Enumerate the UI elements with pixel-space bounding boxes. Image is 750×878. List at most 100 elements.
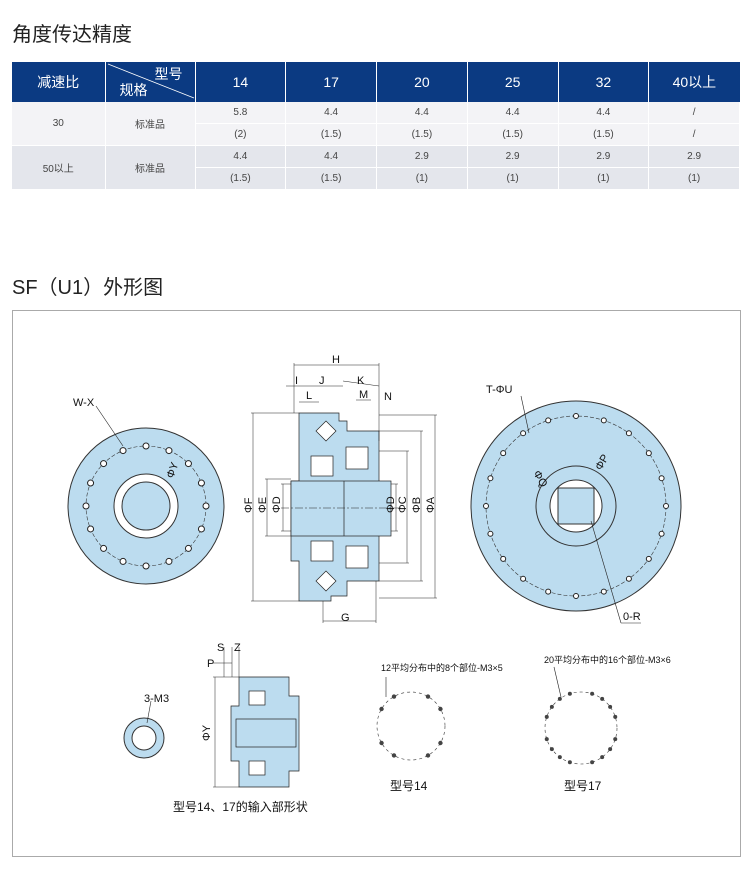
bolt-hole: [557, 696, 562, 701]
bolt-hole: [165, 557, 173, 565]
bolt-hole: [625, 575, 632, 582]
label-l: L: [306, 390, 312, 402]
label-model14: 型号14: [390, 779, 428, 793]
bolt-hole: [663, 503, 669, 509]
bolt-hole: [142, 562, 150, 570]
label-phib: ΦB: [411, 497, 423, 513]
header-model-col: 14: [195, 62, 287, 102]
bolt-hole: [520, 575, 527, 582]
bolt-hole: [645, 555, 652, 562]
cell-sub: (2): [195, 123, 287, 146]
cell-spec: 标准品: [105, 102, 196, 146]
bolt-hole: [573, 413, 579, 419]
bolt-hole: [613, 714, 618, 719]
bolt-hole: [391, 753, 397, 758]
bolt-hole: [600, 696, 605, 701]
bolt-hole: [600, 755, 605, 760]
front-view-output: T-ΦU ΦQ ΦP 0-R: [470, 384, 682, 624]
header-model-col: 20: [376, 62, 468, 102]
header-model-col: 25: [467, 62, 559, 102]
label-wx: W-X: [73, 397, 95, 409]
bolt-hole: [438, 740, 443, 746]
bolt-hole: [544, 737, 549, 742]
front-view-input: W-X ΦY: [67, 397, 225, 585]
hole-pattern-17: 20平均分布中的16个部位-M3×6 型号17: [544, 654, 671, 793]
label-phiy: ΦY: [165, 460, 182, 480]
cell-sub: /: [648, 123, 740, 146]
label-i: I: [295, 375, 298, 387]
bolt-hole: [425, 694, 431, 699]
cell-value: 4.4: [558, 102, 650, 124]
cell-sub: (1): [558, 167, 650, 190]
cell-value: 4.4: [467, 102, 559, 124]
bolt-hole: [391, 694, 397, 699]
cell-value: 4.4: [285, 145, 377, 168]
bolt-hole: [600, 417, 607, 424]
bolt-hole: [119, 557, 127, 565]
label-phif: ΦF: [243, 497, 255, 513]
label-phid-right: ΦD: [385, 496, 397, 513]
cell-sub: (1): [467, 167, 559, 190]
bolt-hole: [658, 475, 665, 482]
label-phie: ΦE: [257, 497, 269, 513]
cell-sub: (1.5): [376, 123, 468, 146]
header-model: 型号: [154, 66, 183, 82]
caption-input-shape: 型号14、17的输入部形状: [173, 799, 308, 814]
input-section-view: [213, 647, 300, 788]
label-phiy-input: ΦY: [201, 724, 213, 741]
bolt-hole: [573, 593, 579, 599]
label-tphiu: T-ΦU: [486, 384, 513, 396]
label-phid: ΦD: [271, 496, 283, 513]
cell-sub: (1.5): [558, 123, 650, 146]
table-row: (2) (1.5) (1.5) (1.5) (1.5) /: [12, 123, 740, 146]
bolt-hole: [608, 747, 613, 752]
cell-sub: (1.5): [285, 167, 377, 190]
label-m: M: [359, 389, 368, 401]
header-model-col: 32: [558, 62, 650, 102]
header-model-col: 17: [285, 62, 377, 102]
bolt-hole: [549, 747, 554, 752]
table-row: (1.5) (1.5) (1) (1) (1) (1): [12, 167, 740, 190]
bolt-hole: [600, 588, 607, 595]
label-s: S: [217, 642, 224, 654]
header-corner: 型号 规格: [105, 62, 196, 102]
cell-value: 4.4: [195, 145, 287, 168]
bolt-hole: [487, 475, 494, 482]
cell-value: 5.8: [195, 102, 287, 124]
cell-value: /: [648, 102, 740, 124]
outline-drawing: W-X ΦY H I J K L M N G ΦF ΦE ΦD ΦD ΦC ΦB…: [12, 310, 741, 857]
bolt-hole: [549, 704, 554, 709]
bolt-hole: [197, 479, 205, 487]
label-j: J: [319, 375, 325, 387]
section-title-accuracy: 角度传达精度: [12, 24, 132, 46]
bolt-hole: [557, 755, 562, 760]
cell-value: 4.4: [285, 102, 377, 124]
bolt-hole: [438, 706, 443, 712]
header-spec: 规格: [119, 82, 148, 98]
bolt-hole: [500, 555, 507, 562]
bolt-hole: [184, 460, 192, 468]
table-row: 30 标准品 5.8 4.4 4.4 4.4 4.4 /: [12, 102, 740, 146]
bolt-hole: [613, 737, 618, 742]
bolt-hole: [500, 450, 507, 457]
bolt-hole: [197, 525, 205, 533]
cell-value: 2.9: [467, 145, 559, 168]
bolt-hole: [379, 740, 384, 746]
header-model-col: 40以上: [648, 62, 740, 102]
cell-sub: (1): [648, 167, 740, 190]
bolt-hole: [100, 544, 108, 552]
label-model17: 型号17: [564, 779, 602, 793]
bolt-hole: [590, 691, 595, 696]
label-z: Z: [234, 642, 241, 654]
drawing-svg: W-X ΦY H I J K L M N G ΦF ΦE ΦD ΦD ΦC ΦB…: [67, 354, 682, 814]
label-phic: ΦC: [397, 496, 409, 513]
bolt-hole: [567, 760, 572, 765]
cell-ratio: 30: [12, 102, 106, 146]
label-phia: ΦA: [425, 496, 437, 513]
bolt-hole: [87, 479, 95, 487]
hole-pattern-14: 12平均分布中的8个部位-M3×5 型号14: [376, 662, 503, 793]
cell-value: 2.9: [558, 145, 650, 168]
bolt-hole: [658, 530, 665, 537]
table-header-row: 减速比 型号 规格 14 17 20 25 32 40以上: [12, 62, 740, 102]
